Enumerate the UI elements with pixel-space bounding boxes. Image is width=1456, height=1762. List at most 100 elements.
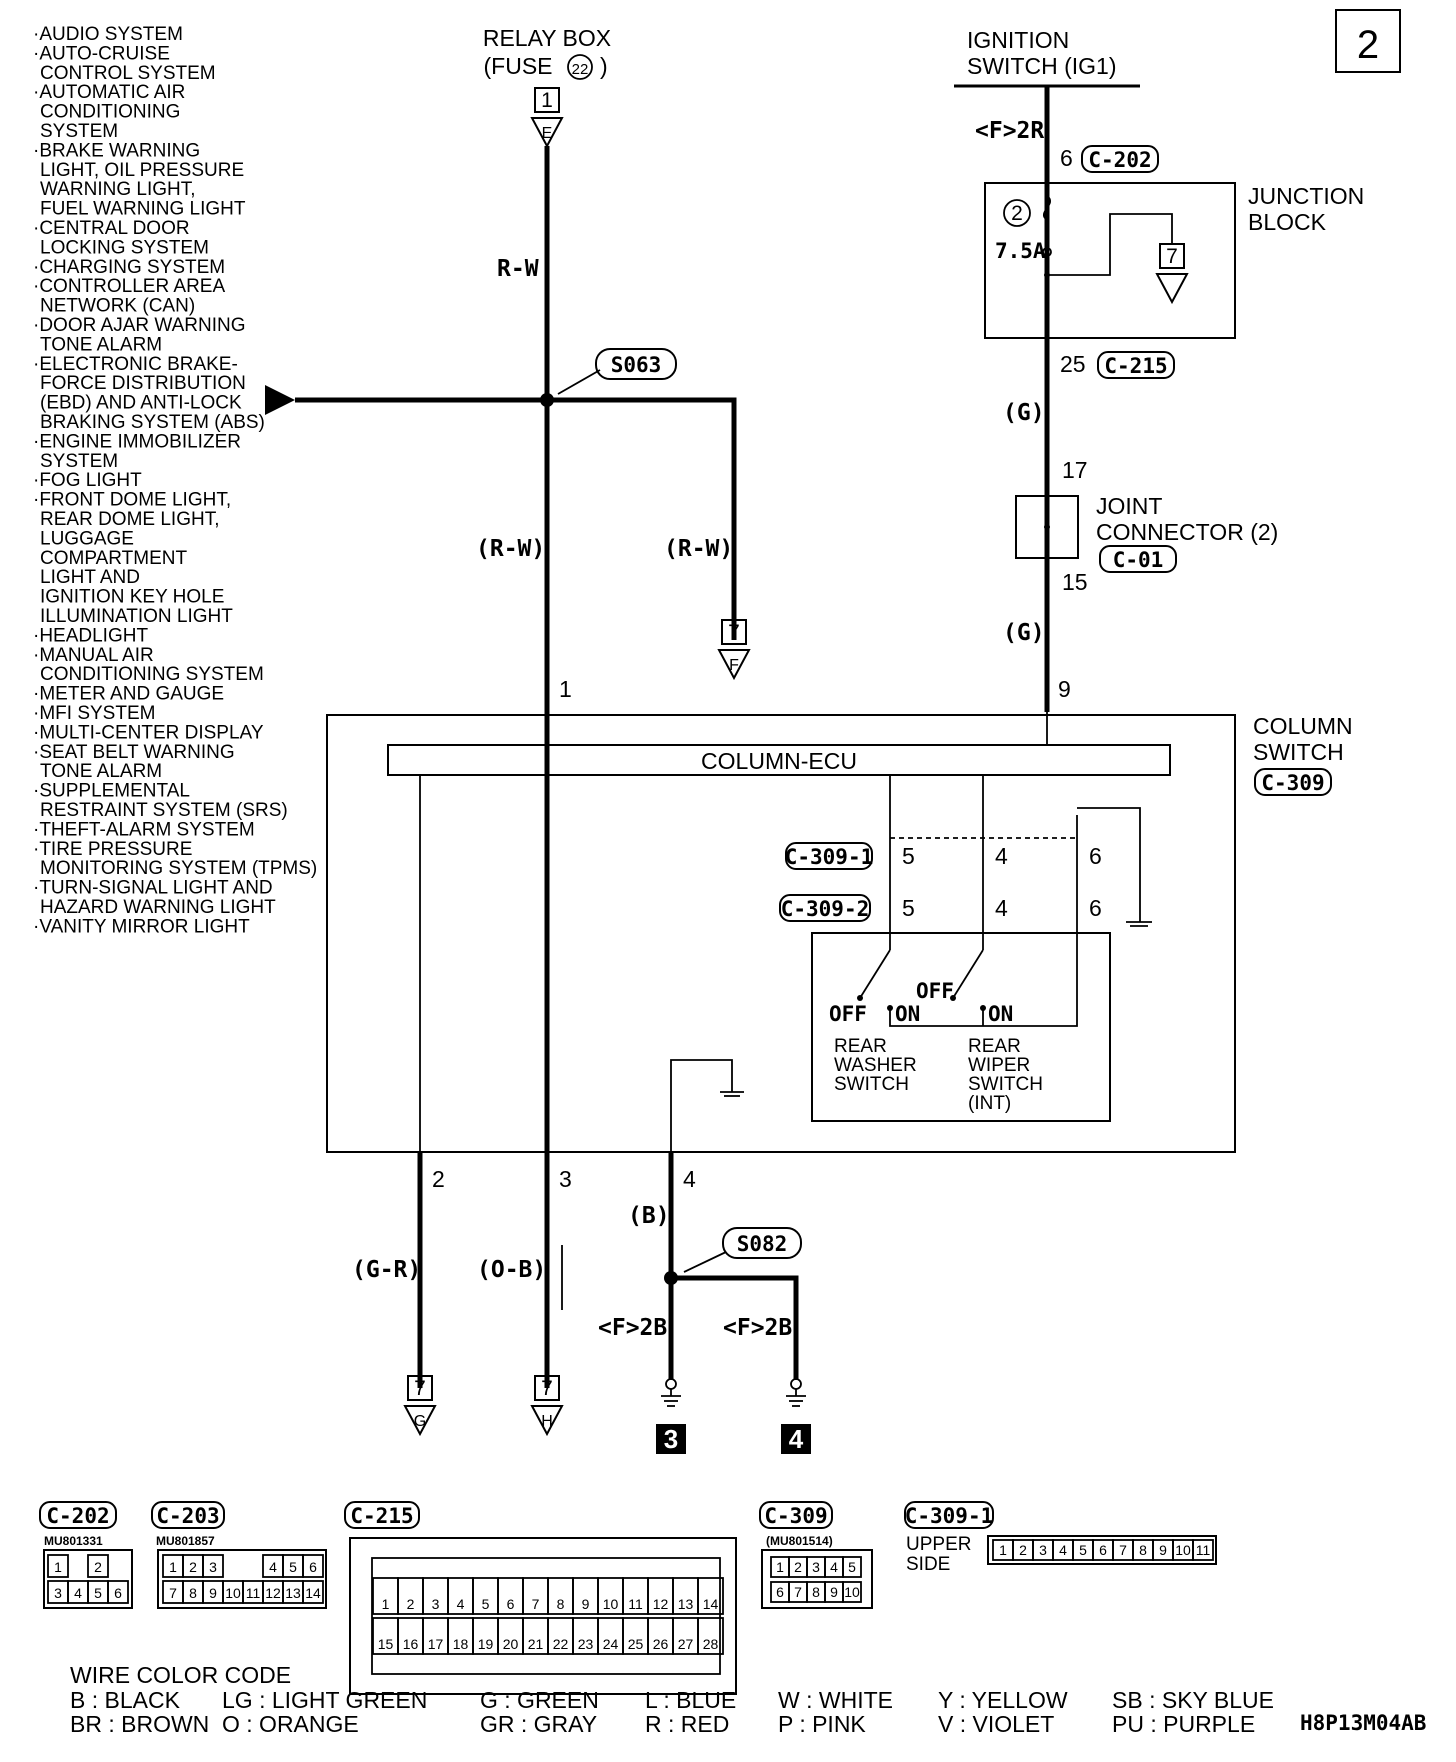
svg-text:6: 6	[1060, 145, 1073, 171]
pin-cell: 6	[114, 1585, 122, 1601]
svg-text:5: 5	[902, 895, 915, 921]
pin-cell: 1	[999, 1542, 1007, 1558]
svg-text:C-01: C-01	[1113, 548, 1164, 572]
system-item: ILLUMINATION LIGHT	[40, 606, 233, 627]
system-item: ·FOG LIGHT	[33, 470, 142, 491]
pin-cell: 11	[628, 1596, 643, 1612]
pin-cell: 11	[1196, 1542, 1211, 1558]
color-code-item: R : RED	[645, 1711, 729, 1737]
pin-cell: 4	[269, 1559, 277, 1575]
svg-text:SWITCH (IG1): SWITCH (IG1)	[967, 53, 1117, 79]
pin-cell: 19	[478, 1636, 494, 1652]
connector-tag: C-309-1	[905, 1504, 994, 1528]
color-code-item: B : BLACK	[70, 1687, 181, 1713]
pin-cell: 8	[189, 1585, 197, 1601]
svg-text:(O-B): (O-B)	[477, 1257, 546, 1283]
system-item: LOCKING SYSTEM	[40, 237, 209, 258]
system-item: RESTRAINT SYSTEM (SRS)	[40, 800, 288, 821]
svg-text:4: 4	[789, 1424, 804, 1454]
color-code-item: SB : SKY BLUE	[1112, 1687, 1274, 1713]
svg-text:WIPER: WIPER	[968, 1055, 1030, 1076]
pin-cell: 28	[703, 1636, 719, 1652]
color-code-item: PU : PURPLE	[1112, 1711, 1255, 1737]
pin-cell: 6	[507, 1596, 515, 1612]
svg-text:3: 3	[559, 1166, 572, 1192]
svg-text:1: 1	[559, 676, 572, 702]
pin-cell: 10	[225, 1585, 241, 1601]
part-number: MU801331	[44, 1534, 103, 1548]
pin-cell: 2	[794, 1559, 802, 1575]
system-item: (EBD) AND ANTI-LOCK	[40, 393, 242, 414]
svg-text:4: 4	[995, 895, 1008, 921]
ref-h: 7 H	[530, 1375, 564, 1437]
connector-tag: C-215	[350, 1504, 413, 1528]
column-ecu: COLUMN-ECU	[701, 748, 857, 774]
pin-cell: 24	[603, 1636, 619, 1652]
pin-cell: 18	[453, 1636, 469, 1652]
pin-cell: 2	[94, 1559, 102, 1575]
svg-text:S082: S082	[737, 1232, 788, 1256]
svg-text:F: F	[729, 657, 739, 674]
ground-4: 4	[781, 1378, 811, 1454]
pin-cell: 11	[246, 1585, 261, 1601]
system-item: ·DOOR AJAR WARNING	[33, 315, 246, 336]
svg-text:RELAY BOX: RELAY BOX	[483, 25, 611, 51]
system-item: IGNITION KEY HOLE	[40, 587, 224, 608]
svg-text:(G): (G)	[1003, 620, 1045, 646]
pin-cell: 1	[382, 1596, 390, 1612]
svg-text:C-309: C-309	[1261, 771, 1324, 795]
system-item: FUEL WARNING LIGHT	[40, 199, 246, 220]
svg-text:REAR: REAR	[834, 1036, 887, 1057]
pin-cell: 2	[407, 1596, 415, 1612]
color-code-item: O : ORANGE	[222, 1711, 359, 1737]
pin-cell: 22	[553, 1636, 569, 1652]
system-item: SYSTEM	[40, 451, 118, 472]
pin-cell: 13	[678, 1596, 694, 1612]
svg-text:ON: ON	[988, 1002, 1013, 1026]
system-item: ·VANITY MIRROR LIGHT	[33, 916, 250, 937]
svg-text:IGNITION: IGNITION	[967, 27, 1069, 53]
connector-tag: C-203	[156, 1504, 219, 1528]
color-code-item: Y : YELLOW	[938, 1687, 1068, 1713]
svg-text:REAR: REAR	[968, 1036, 1021, 1057]
pin-cell: 10	[844, 1584, 860, 1600]
svg-text:BLOCK: BLOCK	[1248, 209, 1327, 235]
pin-cell: 3	[432, 1596, 440, 1612]
pin-cell: 5	[482, 1596, 490, 1612]
wire-color-rw: R-W	[497, 256, 539, 282]
page-number-box: 2	[1335, 9, 1401, 73]
svg-text:SWITCH: SWITCH	[968, 1074, 1043, 1095]
pin-cell: 12	[265, 1585, 281, 1601]
system-item: ·SEAT BELT WARNING	[33, 742, 235, 763]
system-item: ·ELECTRONIC BRAKE-	[33, 354, 238, 375]
system-item: LIGHT, OIL PRESSURE	[40, 160, 244, 181]
svg-text:(G-R): (G-R)	[352, 1257, 421, 1283]
system-item: ·METER AND GAUGE	[33, 684, 224, 705]
system-item: LIGHT AND	[40, 567, 140, 588]
pin-cell: 5	[94, 1585, 102, 1601]
system-item: WARNING LIGHT,	[40, 179, 196, 200]
svg-text:COLUMN: COLUMN	[1253, 713, 1353, 739]
pin-cell: 10	[603, 1596, 619, 1612]
svg-text:G: G	[414, 1413, 426, 1430]
rear-switch-box: OFF ON OFF ON REAR WASHER SWITCH REAR WI…	[811, 932, 1111, 1122]
wire-color-rw-left: (R-W)	[476, 536, 545, 562]
svg-text:): )	[600, 53, 608, 79]
system-item: CONDITIONING SYSTEM	[40, 664, 264, 685]
system-item: LUGGAGE	[40, 528, 134, 549]
svg-text:(FUSE: (FUSE	[484, 53, 553, 79]
pin-cell: 8	[812, 1584, 820, 1600]
system-item: ·AUTOMATIC AIR	[33, 82, 185, 103]
pin-cell: 14	[703, 1596, 719, 1612]
svg-text:<F>2B: <F>2B	[723, 1315, 792, 1341]
system-item: NETWORK (CAN)	[40, 296, 195, 317]
column-switch: COLUMN SWITCH C-309 COLUMN-ECU	[326, 713, 1353, 1153]
svg-text:WASHER: WASHER	[834, 1055, 917, 1076]
system-item: REAR DOME LIGHT,	[40, 509, 219, 530]
pin-cell: 3	[812, 1559, 820, 1575]
system-item: ·MULTI-CENTER DISPLAY	[33, 722, 264, 743]
system-item: CONDITIONING	[40, 102, 180, 123]
svg-text:JOINT: JOINT	[1096, 493, 1162, 519]
pin-cell: 4	[1059, 1542, 1067, 1558]
